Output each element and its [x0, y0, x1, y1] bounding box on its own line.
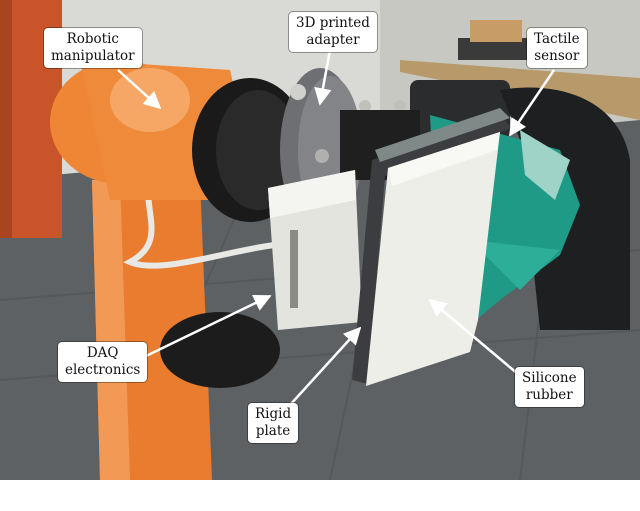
arrow-adapter	[314, 49, 332, 106]
label-line: Robotic	[66, 31, 119, 47]
page-margin	[0, 480, 640, 511]
arrow-silicone	[428, 298, 519, 375]
arrow-daq	[145, 294, 272, 358]
label-rigid-plate: Rigid plate	[248, 403, 299, 443]
robot-lower-joint	[160, 312, 280, 388]
label-line: sensor	[534, 48, 580, 64]
arrow-robotic	[117, 69, 162, 110]
label-line: manipulator	[51, 48, 135, 64]
arrow-tactile	[508, 69, 556, 137]
label-line: Tactile	[534, 31, 580, 47]
desk-device	[458, 38, 528, 60]
rigid-plate	[352, 115, 512, 384]
label-line: Rigid	[255, 406, 292, 422]
label-silicone-rubber: Silicone rubber	[515, 367, 584, 407]
label-line: plate	[255, 423, 291, 439]
label-line: 3D printed	[296, 15, 370, 31]
label-line: DAQ	[86, 345, 119, 361]
label-daq-electronics: DAQ electronics	[58, 342, 148, 382]
label-3d-printed-adapter: 3D printed adapter	[289, 12, 377, 52]
cardboard-box	[470, 20, 522, 42]
silicone-rubber	[366, 132, 500, 386]
label-line: adapter	[306, 32, 360, 48]
label-robotic-manipulator: Robotic manipulator	[44, 28, 142, 68]
arrow-layer	[117, 49, 556, 406]
robot-photo	[0, 0, 640, 480]
arrow-rigid	[289, 326, 362, 406]
label-line: Silicone	[522, 370, 577, 386]
label-line: rubber	[525, 387, 573, 403]
label-line: electronics	[65, 362, 141, 378]
label-tactile-sensor: Tactile sensor	[527, 28, 587, 68]
photo-figure: Robotic manipulator 3D printed adapter T…	[0, 0, 640, 480]
cable	[123, 167, 276, 269]
